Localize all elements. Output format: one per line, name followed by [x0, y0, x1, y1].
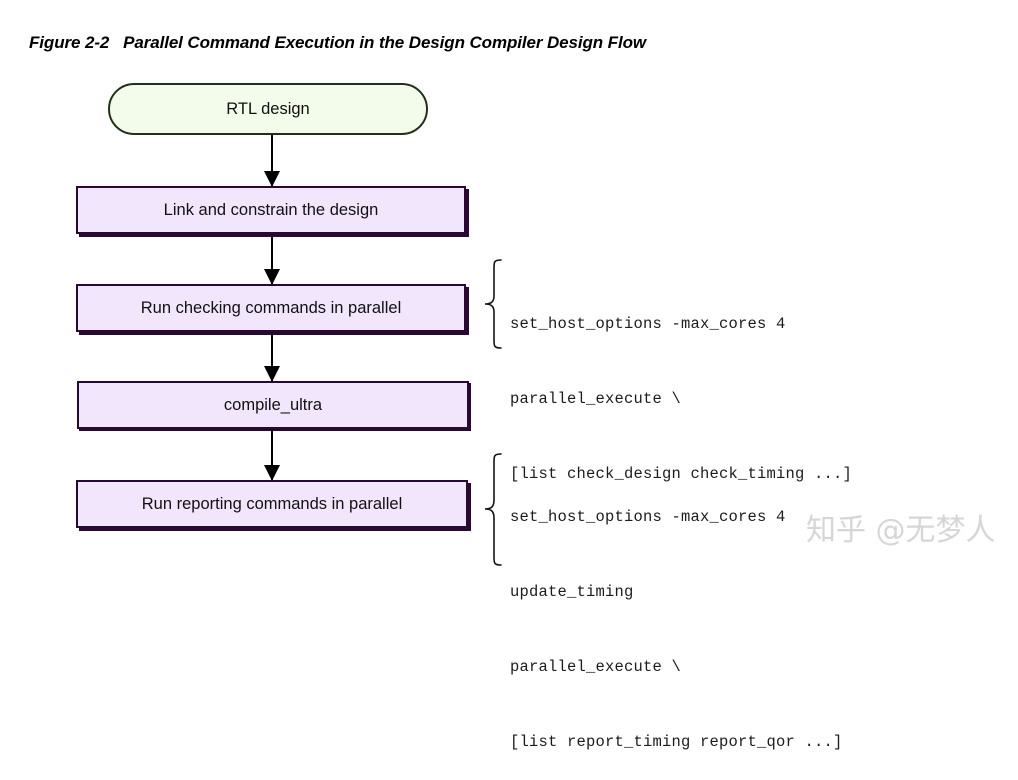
code-line: set_host_options -max_cores 4	[510, 315, 786, 333]
flow-node-label: Run reporting commands in parallel	[141, 494, 403, 513]
figure-title: Figure 2-2 Parallel Command Execution in…	[29, 33, 646, 52]
flow-arrow-icon	[264, 135, 280, 187]
code-line: [list check_design check_timing ...]	[510, 465, 853, 483]
flow-node-compile-ultra: compile_ultra	[77, 381, 469, 429]
flow-node-label: Run checking commands in parallel	[140, 298, 402, 317]
flow-node-label: compile_ultra	[223, 395, 323, 414]
code-line: parallel_execute \	[510, 390, 682, 408]
code-line: parallel_execute \	[510, 658, 682, 676]
flow-node-rtl-design: RTL design	[108, 83, 428, 135]
code-line: update_timing	[510, 583, 634, 601]
flow-node-label: Link and constrain the design	[163, 200, 379, 219]
flow-arrow-icon	[264, 234, 280, 285]
flow-node-run-reporting: Run reporting commands in parallel	[76, 480, 468, 528]
flow-node-link-constrain: Link and constrain the design	[76, 186, 466, 234]
annotation-checking-commands: set_host_options -max_cores 4 parallel_e…	[510, 262, 852, 512]
curly-brace-icon	[482, 452, 504, 567]
code-line: set_host_options -max_cores 4	[510, 508, 786, 526]
annotation-reporting-commands: set_host_options -max_cores 4 update_tim…	[510, 455, 843, 780]
curly-brace-icon	[482, 258, 504, 350]
flow-node-label: RTL design	[226, 99, 310, 118]
code-line: [list report_timing report_qor ...]	[510, 733, 843, 751]
flow-arrow-icon	[264, 429, 280, 481]
flow-node-run-checking: Run checking commands in parallel	[76, 284, 466, 332]
flow-arrow-icon	[264, 332, 280, 382]
